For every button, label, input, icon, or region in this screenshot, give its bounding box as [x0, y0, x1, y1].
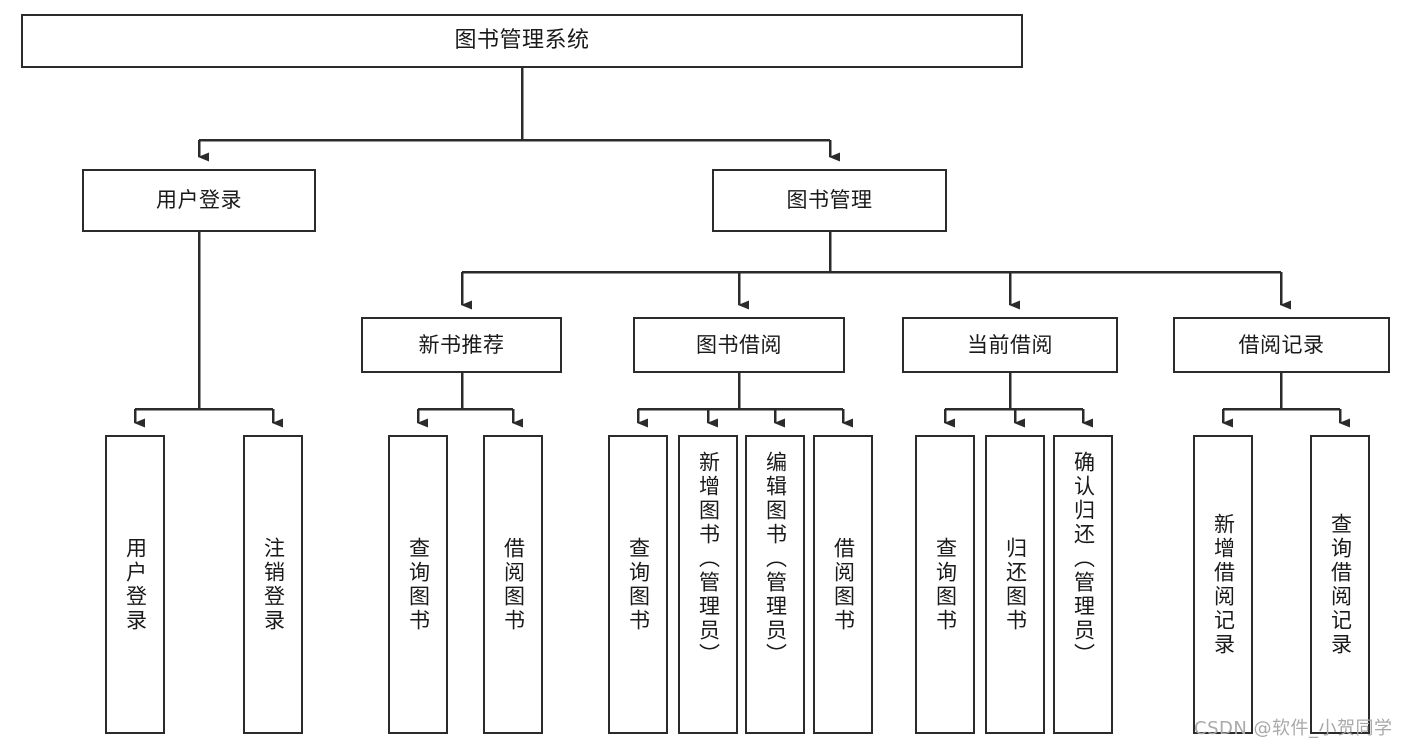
node-book-borrow[interactable]: 图书借阅	[633, 317, 845, 373]
node-label: 查询借阅记录	[1328, 512, 1353, 657]
node-leaf-query-book-current[interactable]: 查询图书	[915, 435, 975, 734]
node-new-book-recommend[interactable]: 新书推荐	[361, 317, 562, 373]
node-label: 用户登录	[156, 188, 242, 213]
node-label: 图书管理	[786, 188, 873, 213]
node-label: 新书推荐	[418, 332, 505, 357]
node-leaf-add-borrow-record[interactable]: 新增借阅记录	[1193, 435, 1253, 734]
node-borrow-record[interactable]: 借阅记录	[1173, 317, 1390, 373]
node-leaf-query-borrow-record[interactable]: 查询借阅记录	[1310, 435, 1370, 734]
node-label: 归还图书	[1003, 536, 1028, 633]
node-label: 新增借阅记录	[1211, 512, 1236, 657]
node-leaf-edit-book-admin[interactable]: 编辑图书（管理员）	[745, 435, 805, 734]
node-label: 查询图书	[626, 536, 651, 633]
node-label: 编辑图书（管理员）	[763, 451, 788, 667]
node-leaf-query-book-borrow[interactable]: 查询图书	[608, 435, 668, 734]
node-leaf-borrow-book[interactable]: 借阅图书	[813, 435, 873, 734]
node-leaf-user-logout[interactable]: 注销登录	[243, 435, 303, 734]
node-label: 图书管理系统	[454, 28, 590, 54]
node-book-manage[interactable]: 图书管理	[712, 169, 947, 232]
node-label: 借阅图书	[831, 536, 856, 633]
node-label: 确认归还（管理员）	[1071, 451, 1096, 667]
node-label: 借阅记录	[1238, 332, 1325, 357]
node-user-login[interactable]: 用户登录	[82, 169, 316, 232]
node-label: 用户登录	[123, 536, 148, 633]
node-leaf-borrow-book-recommend[interactable]: 借阅图书	[483, 435, 543, 734]
node-leaf-user-login[interactable]: 用户登录	[105, 435, 165, 734]
node-label: 查询图书	[406, 536, 431, 633]
node-root-system[interactable]: 图书管理系统	[21, 14, 1023, 68]
node-current-borrow[interactable]: 当前借阅	[902, 317, 1118, 373]
node-label: 图书借阅	[696, 332, 782, 357]
node-label: 借阅图书	[501, 536, 526, 633]
node-leaf-confirm-return-admin[interactable]: 确认归还（管理员）	[1053, 435, 1113, 734]
node-label: 新增图书（管理员）	[696, 451, 721, 667]
node-label: 查询图书	[933, 536, 958, 633]
node-leaf-add-book-admin[interactable]: 新增图书（管理员）	[678, 435, 738, 734]
node-leaf-return-book[interactable]: 归还图书	[985, 435, 1045, 734]
watermark: CSDN @软件_小贺同学	[1194, 718, 1393, 739]
node-label: 注销登录	[261, 536, 286, 633]
node-label: 当前借阅	[967, 332, 1053, 357]
node-leaf-query-book-recommend[interactable]: 查询图书	[388, 435, 448, 734]
